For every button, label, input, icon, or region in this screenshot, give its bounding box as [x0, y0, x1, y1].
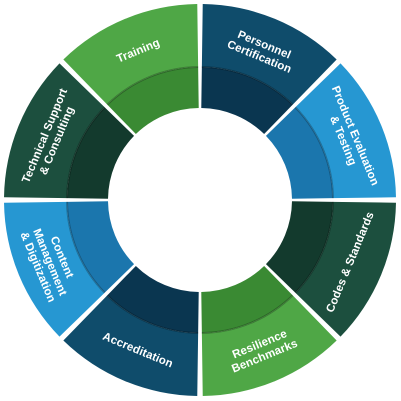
- segment-outer-band: [295, 201, 396, 337]
- segment-inner-band: [107, 265, 199, 333]
- segment-seam: [66, 106, 106, 199]
- segment-seam: [106, 294, 199, 334]
- segment-inner-band: [201, 67, 293, 135]
- segment-technical-support-consulting[interactable]: Technical Support& Consulting: [4, 63, 135, 199]
- segment-outer-band: [201, 295, 337, 396]
- segment-inner-band: [107, 67, 199, 135]
- segment-personnel-certification[interactable]: PersonnelCertification: [201, 4, 337, 135]
- segment-content-management-digitization[interactable]: ContentManagement& Digitization: [4, 201, 135, 337]
- segment-inner-band: [67, 201, 135, 293]
- segment-inner-band: [265, 107, 333, 199]
- segment-training[interactable]: Training: [63, 4, 199, 135]
- segment-outer-band: [4, 63, 105, 199]
- segment-resilience-benchmarks[interactable]: ResilienceBenchmarks: [201, 265, 337, 396]
- segment-inner-band: [265, 201, 333, 293]
- segment-seam: [201, 66, 294, 106]
- segment-product-evaluation-testing[interactable]: Product Evaluation& Testing: [265, 63, 396, 199]
- segment-seam: [294, 201, 334, 294]
- segment-outer-band: [295, 63, 396, 199]
- segment-outer-band: [63, 295, 199, 396]
- segment-outer-band: [63, 4, 199, 105]
- segment-seam: [201, 294, 294, 334]
- segment-codes-standards[interactable]: Codes & Standards: [265, 201, 396, 337]
- segment-seam: [66, 201, 106, 294]
- segment-seam: [294, 106, 334, 199]
- segment-inner-band: [67, 107, 135, 199]
- center-hole: [108, 108, 292, 292]
- segment-outer-band: [4, 201, 105, 337]
- segment-accreditation[interactable]: Accreditation: [63, 265, 199, 396]
- segment-outer-band: [201, 4, 337, 105]
- segment-seam: [106, 66, 199, 106]
- segment-inner-band: [201, 265, 293, 333]
